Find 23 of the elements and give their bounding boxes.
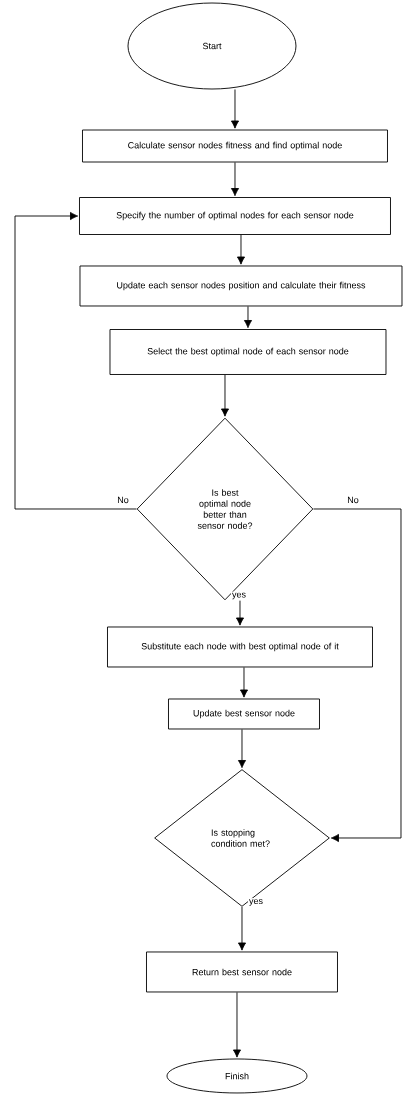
process-box: Return best sensor node <box>146 951 338 993</box>
arrow <box>230 89 239 129</box>
process-box: Substitute each node with best optimal node of it <box>107 626 373 668</box>
arrow <box>243 306 253 329</box>
arrow <box>236 234 245 265</box>
arrow <box>313 508 402 843</box>
arrow <box>235 600 244 626</box>
process-box: Update each sensor nodes position and calculate their fitness <box>79 265 403 307</box>
process-box: Update best sensor node <box>168 698 320 730</box>
process-box: Specify the number of optimal nodes for each sensor node <box>79 197 391 235</box>
edge-label: yes <box>248 898 264 907</box>
arrow <box>230 162 239 197</box>
process-box: Calculate sensor nodes fitness and find optimal node <box>82 129 388 163</box>
edge-label: No <box>116 495 130 505</box>
edge-label: No <box>346 495 360 505</box>
process-box: Select the best optimal node of each sensor node <box>109 329 387 375</box>
arrow <box>237 906 246 951</box>
arrow <box>232 991 241 1058</box>
arrow <box>220 374 230 417</box>
arrow <box>14 211 137 510</box>
edge-label: yes <box>231 591 247 601</box>
arrow <box>239 667 248 698</box>
arrow <box>237 729 246 769</box>
